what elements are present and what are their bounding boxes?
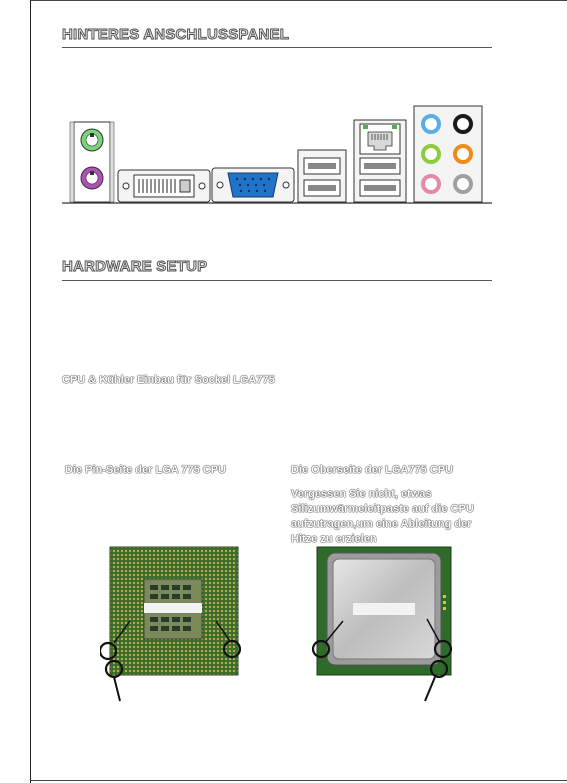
- hardware-setup-title: HARDWARE SETUP: [62, 258, 208, 276]
- page-border-left: [30, 0, 31, 783]
- page-border-bottom: [30, 780, 567, 781]
- thermal-paste-note-line: Vergessen Sie nicht, etwas: [291, 488, 432, 500]
- dvi-port: [117, 169, 211, 203]
- audio-side-jack: [453, 174, 473, 194]
- rear-panel-rule: [62, 47, 492, 48]
- thermal-paste-note: Vergessen Sie nicht, etwas Silizumwärmel…: [291, 487, 521, 547]
- rear-io-panel-illustration: [62, 105, 492, 204]
- cpu-install-subtitle: CPU & Kühler Einbau für Sockel LGA775: [62, 374, 275, 386]
- usb-ports: [297, 149, 347, 203]
- audio-rear-jack: [453, 114, 473, 134]
- page-border-top: [30, 0, 567, 1]
- cpu-pin-side-caption: Die Pin-Seite der LGA 775 CPU: [65, 464, 226, 476]
- thermal-paste-note-line: Silizumwärmeleitpaste auf die CPU: [291, 503, 474, 515]
- cpu-top-side-image: [311, 546, 453, 702]
- audio-mic-jack: [421, 174, 441, 194]
- lan-usb-ports: [353, 119, 407, 203]
- ps2-ports: [69, 121, 115, 203]
- cpu-pin-side-image: [100, 546, 242, 702]
- thermal-paste-note-line: aufzutragen,um eine Ableitung der: [291, 518, 472, 530]
- audio-center-jack: [453, 144, 473, 164]
- rear-panel-title: HINTERES ANSCHLUSSPANEL: [62, 26, 290, 44]
- hardware-setup-rule: [62, 280, 492, 281]
- audio-line-out-jack: [421, 144, 441, 164]
- audio-jacks: [413, 105, 483, 203]
- vga-port: [211, 167, 295, 203]
- thermal-paste-note-line: Hitze zu erzielen: [291, 533, 377, 545]
- audio-line-in-jack: [421, 114, 441, 134]
- cpu-top-side-caption: Die Oberseite der LGA775 CPU: [291, 464, 454, 476]
